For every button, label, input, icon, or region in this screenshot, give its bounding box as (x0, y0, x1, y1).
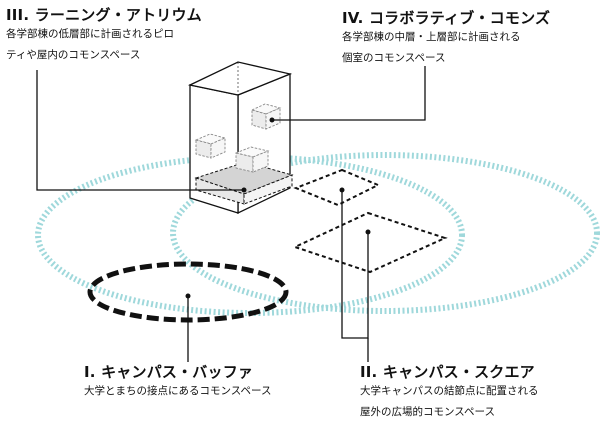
campus-buffer-title: I. キャンパス・バッファ (84, 363, 254, 381)
leader-dot (241, 187, 247, 193)
learning-atrium-title: III. ラーニング・アトリウム (6, 6, 202, 24)
campus-square-title: II. キャンパス・スクエア (360, 363, 535, 381)
leader-line-atrium (36, 70, 244, 191)
faculty-building (187, 61, 294, 215)
leader-dot (339, 187, 345, 193)
campus-square-label: II. キャンパス・スクエア 大学キャンパスの結節点に配置される 屋外の広場的コ… (360, 363, 539, 423)
private-room-box (250, 103, 282, 130)
leader-line-square (341, 190, 369, 339)
leader-dot (269, 117, 275, 123)
campus-square-desc-1: 大学キャンパスの結節点に配置される (360, 385, 539, 397)
leader-dot (185, 293, 191, 299)
collaborative-commons-label: IV. コラボラティブ・コモンズ 各学部棟の中層・上層部に計画される 個室のコモ… (342, 9, 550, 69)
private-room-box (234, 146, 270, 173)
campus-square-desc-2: 屋外の広場的コモンスペース (360, 406, 496, 418)
collaborative-commons-title: IV. コラボラティブ・コモンズ (342, 9, 551, 27)
campus-buffer-label: I. キャンパス・バッファ 大学とまちの接点にあるコモンスペース (84, 363, 272, 402)
atrium-floor-slab (194, 161, 294, 205)
learning-atrium-desc-1: 各学部棟の低層部に計画されるピロ (6, 28, 174, 40)
campus-square-small (293, 168, 381, 207)
collaborative-commons-desc-1: 各学部棟の中層・上層部に計画される (342, 31, 521, 43)
collaborative-commons-desc-2: 個室のコモンスペース (342, 52, 446, 64)
campus-buffer-desc-1: 大学とまちの接点にあるコモンスペース (84, 385, 272, 397)
network-ring-right (170, 152, 600, 314)
leader-line-collaborative (272, 66, 426, 121)
learning-atrium-label: III. ラーニング・アトリウム 各学部棟の低層部に計画されるピロ ティや屋内の… (6, 6, 202, 66)
private-room-box (194, 133, 227, 159)
campus-square-large (292, 211, 448, 274)
campus-network-rings (35, 152, 600, 316)
learning-atrium-desc-2: ティや屋内のコモンスペース (6, 49, 141, 61)
building-roof (187, 61, 293, 96)
leader-dot (365, 229, 371, 235)
